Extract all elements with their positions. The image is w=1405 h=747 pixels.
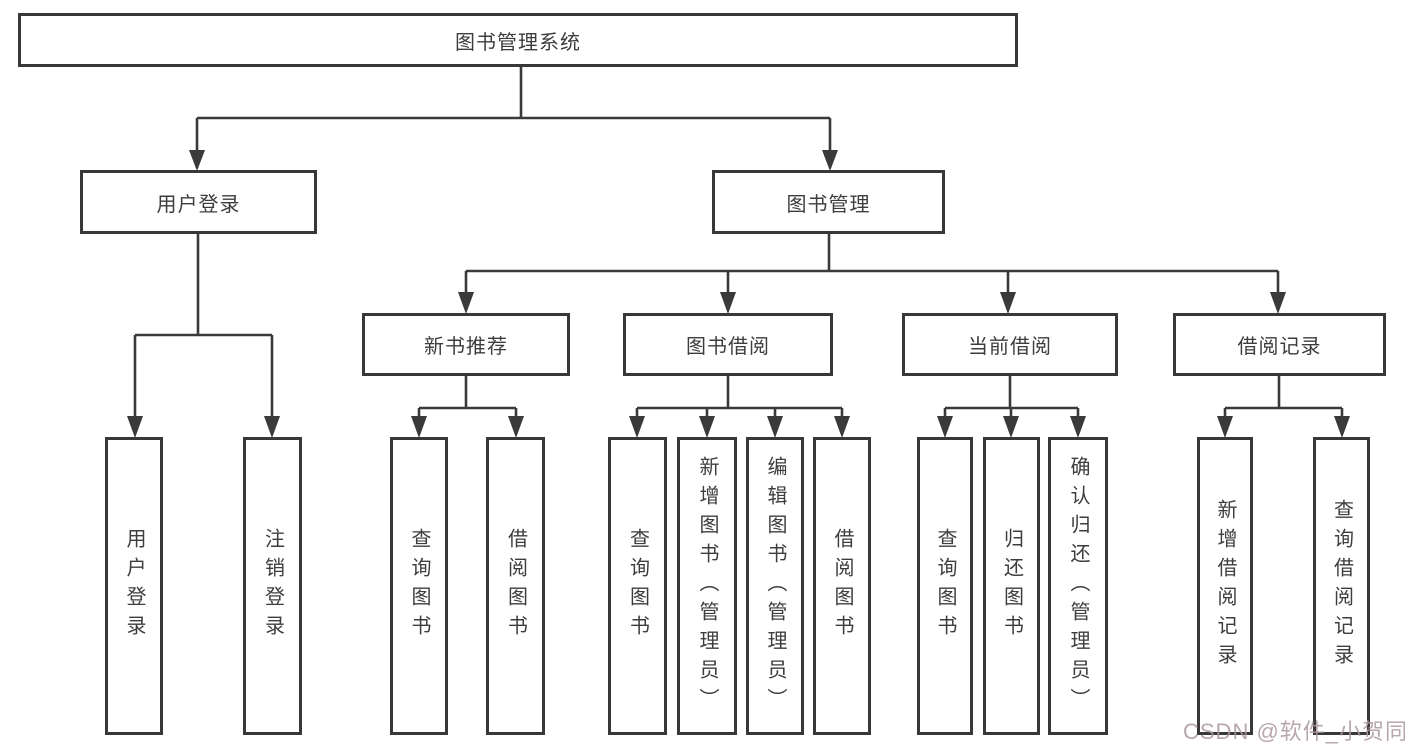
node-leaf-query-books-borrowing: 查询图书 xyxy=(608,437,667,735)
node-label: 借阅图书 xyxy=(504,528,527,644)
node-label: 借阅记录 xyxy=(1237,336,1322,358)
node-label: 用户登录 xyxy=(156,193,241,216)
node-label: 确认归还（管理员） xyxy=(1067,455,1089,717)
node-book-management: 图书管理 xyxy=(712,170,945,234)
csdn-watermark: CSDN @软件_小贺同学 xyxy=(1183,719,1405,744)
node-leaf-add-books-admin: 新增图书（管理员） xyxy=(677,437,737,735)
node-root-system: 图书管理系统 xyxy=(18,13,1018,67)
node-new-book-recommend: 新书推荐 xyxy=(362,313,570,376)
node-label: 注销登录 xyxy=(261,528,284,644)
node-borrowing-records: 借阅记录 xyxy=(1173,313,1386,376)
node-label: 归还图书 xyxy=(1000,528,1023,644)
node-label: 新增图书（管理员） xyxy=(696,455,718,717)
node-label: 图书借阅 xyxy=(686,336,770,358)
node-leaf-borrow-books-recommend: 借阅图书 xyxy=(486,437,545,735)
node-leaf-user-login: 用户登录 xyxy=(105,437,163,735)
node-leaf-query-books-recommend: 查询图书 xyxy=(390,437,448,735)
arrowhead-icons xyxy=(127,150,1350,438)
node-label: 查询图书 xyxy=(626,528,649,644)
node-leaf-logout: 注销登录 xyxy=(243,437,302,735)
node-label: 借阅图书 xyxy=(831,528,853,644)
node-leaf-query-books-current: 查询图书 xyxy=(917,437,973,735)
node-label: 当前借阅 xyxy=(968,336,1052,358)
node-leaf-return-books: 归还图书 xyxy=(983,437,1040,735)
node-label: 新增借阅记录 xyxy=(1214,499,1236,673)
node-label: 图书管理 xyxy=(786,193,871,216)
node-label: 新书推荐 xyxy=(424,336,508,358)
node-leaf-edit-books-admin: 编辑图书（管理员） xyxy=(746,437,804,735)
node-book-borrowing: 图书借阅 xyxy=(623,313,833,376)
node-user-login: 用户登录 xyxy=(80,170,317,234)
node-label: 查询图书 xyxy=(408,528,430,644)
node-leaf-query-borrow-record: 查询借阅记录 xyxy=(1313,437,1370,735)
node-leaf-borrow-books: 借阅图书 xyxy=(813,437,871,735)
node-label: 编辑图书（管理员） xyxy=(764,455,786,717)
node-label: 查询借阅记录 xyxy=(1330,499,1353,673)
node-label: 查询图书 xyxy=(934,528,956,644)
node-current-borrowing: 当前借阅 xyxy=(902,313,1118,376)
node-leaf-confirm-return-admin: 确认归还（管理员） xyxy=(1048,437,1108,735)
node-leaf-add-borrow-record: 新增借阅记录 xyxy=(1197,437,1253,735)
node-label: 用户登录 xyxy=(123,528,145,644)
node-label: 图书管理系统 xyxy=(455,31,581,54)
